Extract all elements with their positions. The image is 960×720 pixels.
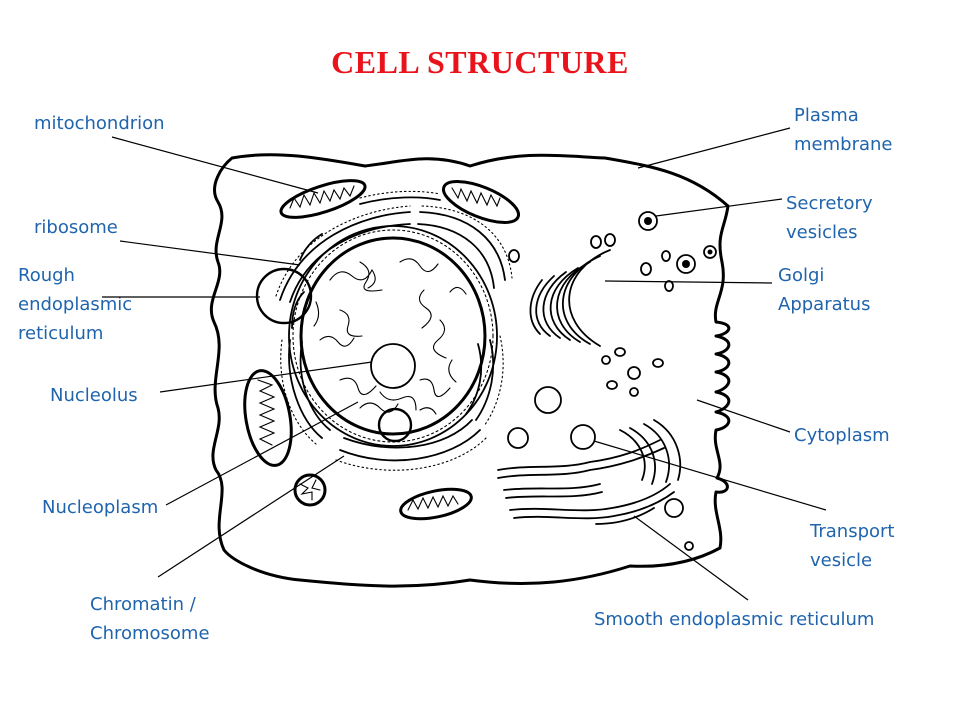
label-line: Chromatin / — [90, 594, 196, 615]
leader-smooth-er — [633, 515, 749, 601]
label-line: Cytoplasm — [794, 425, 890, 446]
label-line: Plasma — [794, 105, 859, 126]
label-line: Apparatus — [778, 294, 871, 315]
label-chromatin: Chromatin / Chromosome — [90, 590, 210, 648]
leader-mitochondrion — [111, 136, 319, 194]
leader-nucleolus — [159, 361, 373, 393]
mitochondrion-bottom — [399, 487, 473, 521]
label-line: Golgi — [778, 265, 825, 286]
label-line: reticulum — [18, 323, 104, 344]
leader-secretory-vesicles — [655, 198, 783, 217]
label-golgi: Golgi Apparatus — [778, 261, 870, 319]
label-line: vesicle — [810, 550, 873, 571]
label-mitochondrion: mitochondrion — [34, 109, 165, 138]
label-line: ribosome — [34, 217, 118, 238]
transport-vesicles — [507, 386, 694, 551]
leader-lines — [102, 127, 827, 601]
label-transport-vesicle: Transport vesicle — [810, 517, 894, 575]
mitochondrion-top-left — [279, 179, 367, 219]
mitochondrion-top-right — [441, 180, 521, 224]
label-plasma-membrane: Plasma membrane — [794, 101, 892, 159]
label-line: Transport — [810, 521, 895, 542]
label-ribosome: ribosome — [34, 213, 118, 242]
label-line: Nucleolus — [50, 385, 138, 406]
leader-ribosome — [119, 240, 301, 266]
chromatin — [313, 258, 467, 415]
label-line: Secretory — [786, 193, 873, 214]
label-nucleoplasm: Nucleoplasm — [42, 493, 158, 522]
golgi-apparatus — [529, 233, 626, 365]
slide-title: CELL STRUCTURE — [331, 44, 629, 80]
secretory-vesicles — [508, 211, 717, 397]
chromatin-highlight-circle — [377, 407, 413, 443]
rough-er-highlight-circle — [255, 267, 313, 325]
nucleolus — [370, 343, 416, 389]
label-line: Rough — [18, 265, 75, 286]
label-rough-er: Rough endoplasmic reticulum — [18, 261, 132, 348]
label-line: endoplasmic — [18, 294, 133, 315]
label-line: mitochondrion — [34, 113, 165, 134]
label-line: Nucleoplasm — [42, 497, 159, 518]
leader-nucleoplasm — [165, 401, 359, 506]
mitochondrion-small-round — [293, 473, 327, 507]
leader-plasma-membrane — [637, 127, 791, 169]
label-smooth-er: Smooth endoplasmic reticulum — [594, 605, 874, 634]
leader-transport-vesicle — [593, 440, 827, 511]
leader-chromatin — [157, 455, 345, 578]
rough-er — [275, 190, 513, 471]
label-secretory-vesicles: Secretory vesicles — [786, 189, 873, 247]
label-cytoplasm: Cytoplasm — [794, 421, 890, 450]
label-line: Chromosome — [90, 623, 210, 644]
label-nucleolus: Nucleolus — [50, 381, 138, 410]
mitochondrion-left — [243, 369, 293, 467]
label-line: membrane — [794, 134, 893, 155]
leader-cytoplasm — [696, 399, 791, 433]
plasma-membrane-outline — [209, 153, 731, 588]
smooth-er — [497, 419, 682, 525]
label-line: vesicles — [786, 222, 858, 243]
leader-golgi — [604, 280, 773, 284]
label-line: Smooth endoplasmic reticulum — [594, 609, 875, 630]
